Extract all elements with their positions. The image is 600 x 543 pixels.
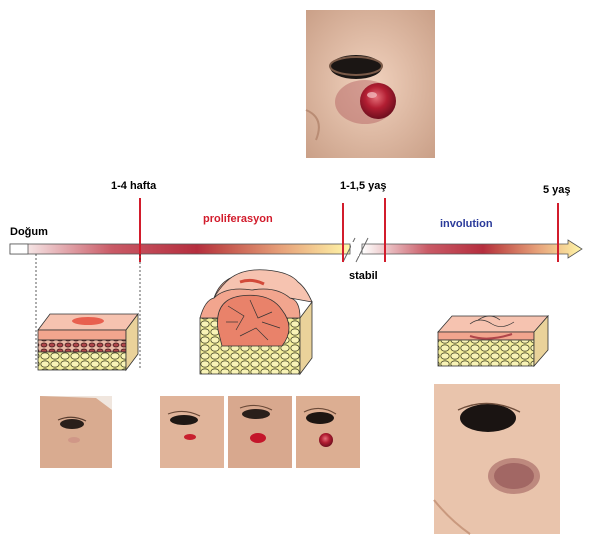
- proliferation-label: proliferasyon: [203, 213, 273, 225]
- skin-section-early-diagram: [37, 312, 139, 372]
- early-lesion-photo: [160, 396, 224, 468]
- timeline-bar: [9, 237, 583, 263]
- newborn-eye-photo: [40, 396, 112, 468]
- year-5-label: 5 yaş: [543, 184, 571, 196]
- involution-label: involution: [440, 218, 493, 230]
- raised-lesion-photo: [296, 396, 360, 468]
- year-1-label: 1-1,5 yaş: [340, 180, 387, 192]
- infant-face-hemangioma-photo: [305, 10, 435, 158]
- week-label: 1-4 hafta: [111, 180, 157, 192]
- skin-section-involution-diagram: [437, 314, 549, 368]
- birth-label: Doğum: [10, 226, 48, 238]
- skin-section-proliferation-diagram: [199, 269, 313, 376]
- growing-lesion-photo: [228, 396, 292, 468]
- child-face-involuted-hemangioma-photo: [433, 384, 560, 535]
- stable-label: stabil: [349, 270, 378, 282]
